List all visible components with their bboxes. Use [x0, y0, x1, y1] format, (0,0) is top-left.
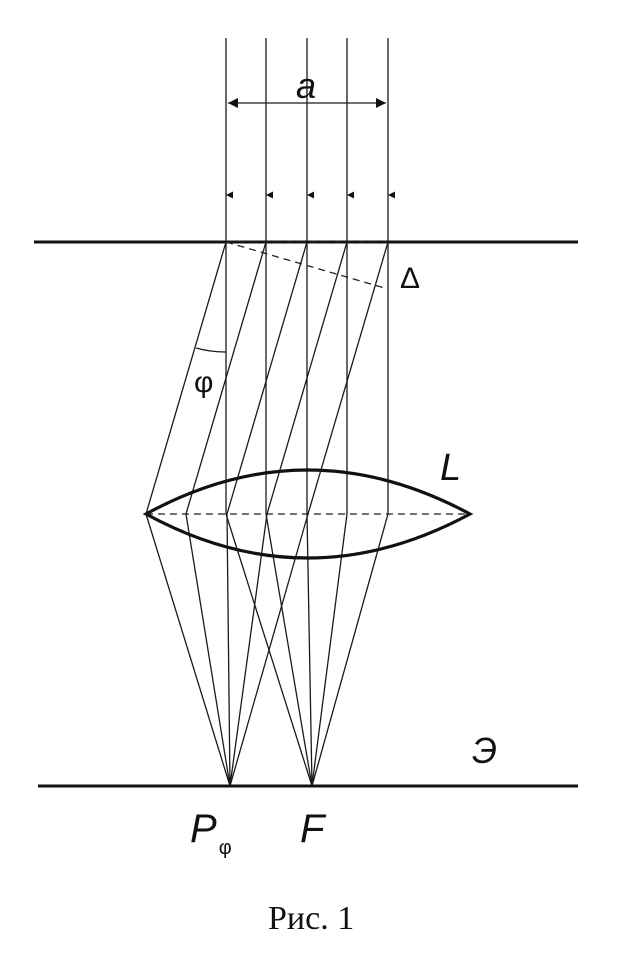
incoming-rays — [225, 38, 395, 242]
diffracted-converge-2 — [185, 513, 231, 787]
axial-converge-4 — [311, 513, 348, 787]
axial-converge-2 — [265, 513, 313, 787]
lens-label: L — [440, 447, 461, 489]
diffracted-ray-5 — [307, 241, 389, 515]
angle-arc — [195, 347, 227, 353]
diffracted-converge-4 — [229, 513, 268, 787]
delta-label: Δ — [400, 262, 420, 295]
diffracted-ray-3 — [226, 241, 308, 515]
lens — [142, 468, 474, 560]
diffracted-ray-1 — [145, 241, 227, 515]
width-label: a — [296, 65, 316, 106]
diffracted-ray-2 — [185, 241, 267, 515]
axial-converge-3 — [306, 513, 313, 787]
figure-caption: Рис. 1 — [268, 900, 354, 937]
axial-converge-5 — [311, 513, 389, 787]
point-f-label: F — [300, 807, 327, 851]
screen-label: Э — [472, 730, 497, 771]
diffracted-converge-1 — [145, 513, 231, 787]
diffracted-ray-4 — [266, 241, 348, 515]
diffracted-converge-3 — [226, 513, 231, 787]
angle-label: φ — [194, 366, 213, 399]
point-p-subscript: φ — [219, 837, 232, 859]
